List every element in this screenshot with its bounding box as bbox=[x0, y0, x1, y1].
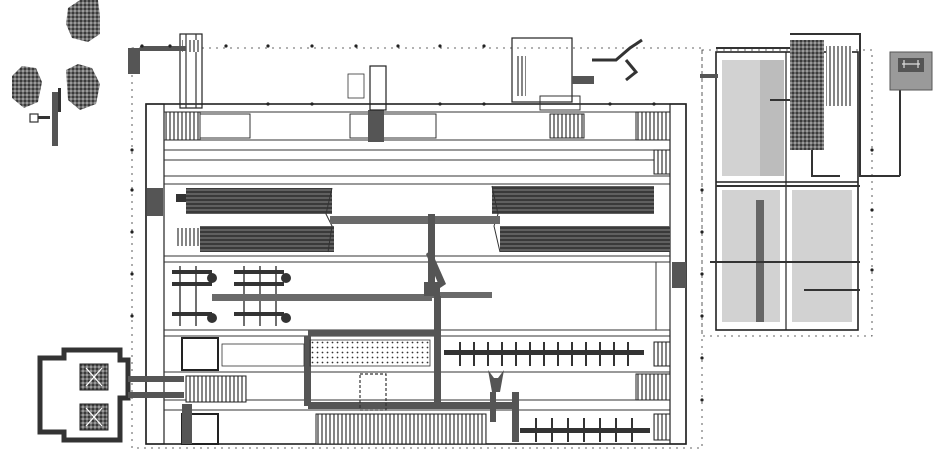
annex-building bbox=[700, 33, 901, 337]
ventilation-unit-icon bbox=[889, 51, 933, 91]
top-line bbox=[165, 110, 671, 175]
pump-station bbox=[37, 347, 184, 443]
main-duct bbox=[304, 214, 519, 442]
main-building bbox=[128, 33, 703, 449]
feeder-towers bbox=[128, 33, 643, 111]
perimeter-bolts bbox=[130, 44, 874, 402]
conveyor-line-1 bbox=[176, 185, 670, 253]
conveyor-line-2 bbox=[172, 261, 671, 331]
upper-left-equipment bbox=[12, 0, 100, 146]
figure-caption bbox=[110, 452, 870, 468]
conveyor-line-4 bbox=[181, 373, 671, 445]
conveyor-line-3 bbox=[181, 337, 671, 371]
